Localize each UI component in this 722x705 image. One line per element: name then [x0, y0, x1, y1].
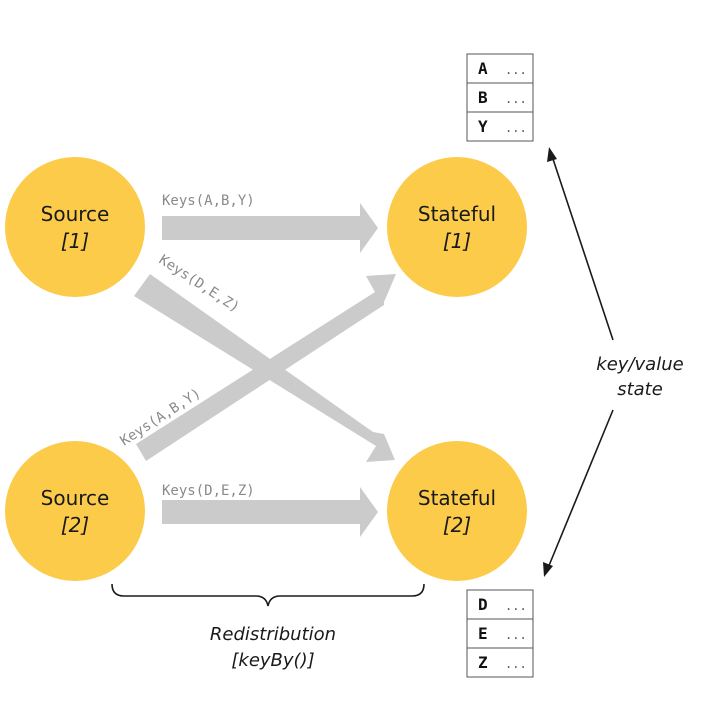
arrow-source1-to-stateful1	[162, 203, 378, 253]
state-arrow-up	[547, 147, 614, 341]
stateful-1-index: [1]	[443, 229, 471, 253]
state-row: A...	[466, 53, 534, 84]
state-table-bottom: D...E...Z...	[466, 589, 534, 678]
state-key: Z	[478, 653, 488, 672]
state-value: ...	[505, 121, 527, 135]
state-cell	[466, 82, 534, 113]
source-2-index: [2]	[61, 513, 89, 537]
node-stateful-2: Stateful [2]	[387, 441, 527, 581]
state-cell	[466, 111, 534, 142]
state-cell	[466, 647, 534, 678]
state-key: A	[478, 59, 488, 78]
arrow-source2-to-stateful2	[162, 487, 378, 537]
state-key: E	[478, 624, 488, 643]
source-2-label: Source	[41, 486, 110, 510]
edge-label-s2-st2: Keys(D,E,Z)	[162, 483, 255, 499]
state-row: Z...	[466, 647, 534, 678]
redistribution-brace	[111, 583, 425, 607]
state-key: Y	[478, 117, 488, 136]
state-value: ...	[505, 63, 527, 77]
state-cell	[466, 618, 534, 649]
state-value: ...	[505, 599, 527, 613]
node-stateful-1: Stateful [1]	[387, 157, 527, 297]
stateful-2-index: [2]	[443, 513, 471, 537]
edge-label-s1-st1: Keys(A,B,Y)	[162, 193, 255, 209]
state-table-top: A...B...Y...	[466, 53, 534, 142]
state-row: B...	[466, 82, 534, 113]
source-1-index: [1]	[61, 229, 89, 253]
state-arrow-down	[543, 409, 614, 577]
state-row: E...	[466, 618, 534, 649]
stateful-1-label: Stateful	[418, 202, 496, 226]
state-label-line1: key/value	[596, 354, 683, 375]
state-value: ...	[505, 92, 527, 106]
source-1-label: Source	[41, 202, 110, 226]
state-value: ...	[505, 657, 527, 671]
state-key: B	[478, 88, 488, 107]
state-value: ...	[505, 628, 527, 642]
state-label-line2: state	[617, 379, 663, 400]
node-source-1: Source [1]	[5, 157, 145, 297]
arrow-source2-to-stateful1	[136, 274, 396, 461]
node-source-2: Source [2]	[5, 441, 145, 581]
state-row: D...	[466, 589, 534, 620]
state-row: Y...	[466, 111, 534, 142]
redistribution-keyby: [keyBy()]	[231, 650, 314, 671]
stateful-2-label: Stateful	[418, 486, 496, 510]
state-cell	[466, 589, 534, 620]
redistribution-label: Redistribution	[210, 624, 336, 645]
state-key: D	[478, 595, 488, 614]
